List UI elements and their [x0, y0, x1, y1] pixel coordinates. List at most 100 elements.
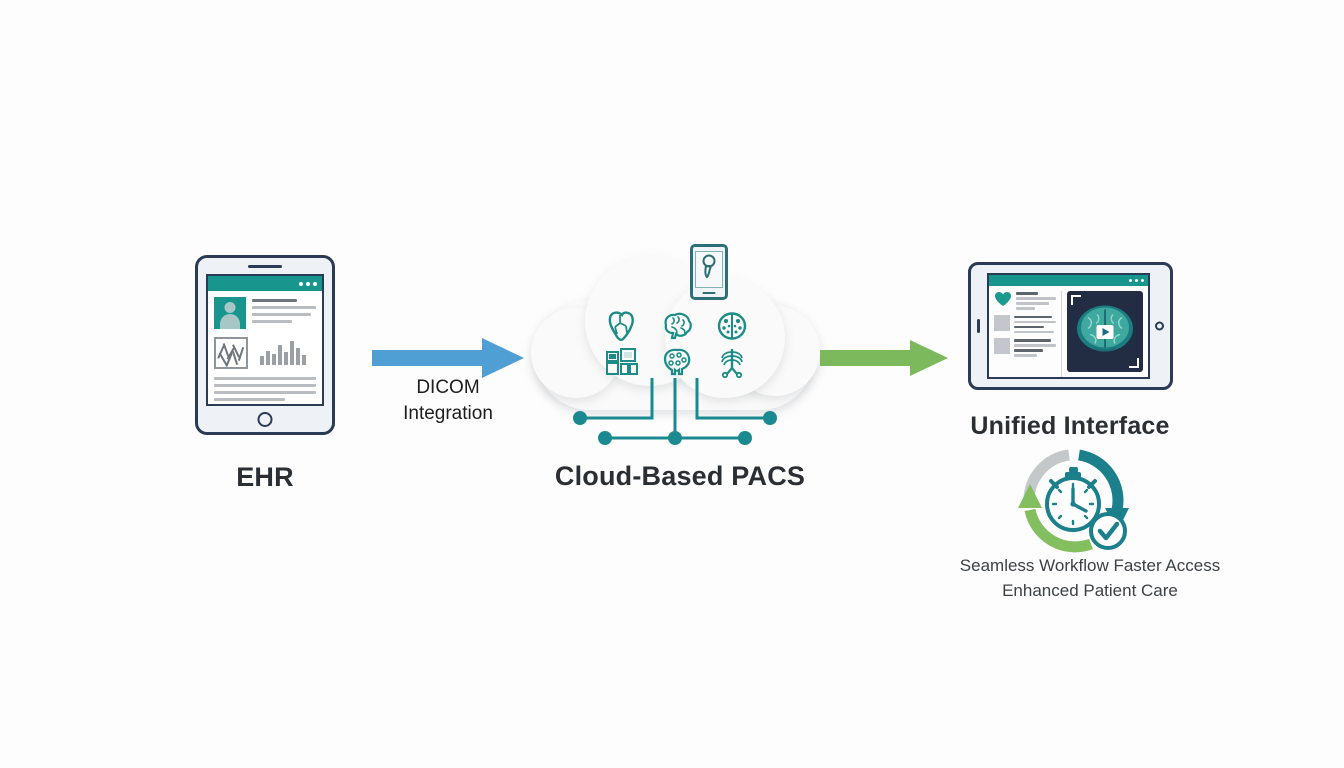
text-line	[1014, 339, 1051, 342]
thumbnail	[994, 314, 1010, 331]
chart-bar	[278, 345, 282, 365]
chart-bar	[266, 351, 270, 365]
unified-screen-topbar	[989, 275, 1148, 286]
ehr-tablet-screen	[206, 274, 324, 406]
unified-interface-node	[968, 262, 1173, 390]
text-line	[1014, 330, 1054, 333]
text-line	[1014, 344, 1056, 347]
text-line	[1014, 354, 1038, 357]
chart-bar	[302, 355, 306, 365]
arrow-head	[482, 338, 524, 378]
ehr-screen-topbar	[208, 276, 322, 291]
heart-icon	[994, 291, 1012, 307]
ehr-screen-body	[208, 291, 322, 401]
side-button-icon[interactable]	[977, 319, 980, 333]
arrow-shaft	[372, 350, 484, 366]
network-connector-graphic	[573, 378, 777, 445]
dicom-caption-line1: DICOM	[416, 377, 480, 398]
speaker-icon	[248, 265, 282, 268]
check-circle-icon	[1089, 512, 1127, 550]
divider	[1061, 291, 1062, 377]
text-line	[1014, 325, 1045, 328]
text-lines	[1014, 338, 1056, 357]
window-dot-icon	[1128, 278, 1132, 283]
text-lines	[1014, 315, 1056, 333]
brain-scan-viewer[interactable]	[1067, 291, 1143, 372]
window-dot-icon	[313, 281, 317, 286]
cloud-pacs-label: Cloud-Based PACS	[554, 461, 806, 491]
text-line	[214, 377, 316, 380]
search-icon	[699, 253, 719, 286]
modality-icon-grid	[597, 310, 757, 378]
home-button-icon[interactable]	[1155, 321, 1164, 331]
text-line	[1014, 320, 1056, 323]
delivery-arrow	[820, 340, 948, 376]
network-node	[738, 431, 752, 445]
text-line	[214, 398, 286, 401]
chart-bar	[290, 341, 294, 365]
cycle-arrows-icon	[1018, 449, 1129, 553]
mobile-search-badge	[690, 244, 728, 300]
patient-summary-row	[214, 297, 316, 329]
brain-lateral-icon	[660, 311, 694, 341]
text-line	[252, 320, 292, 323]
list-item[interactable]	[994, 338, 1056, 357]
text-line	[1016, 297, 1056, 300]
patient-avatar	[214, 297, 246, 329]
list-item[interactable]	[994, 314, 1056, 333]
text-line	[1016, 302, 1049, 305]
chart-bar	[284, 352, 288, 365]
chart-bar	[260, 356, 264, 365]
text-line	[1014, 349, 1044, 352]
network-node	[763, 411, 777, 425]
phone-home-bar	[702, 292, 716, 294]
arrow-head	[910, 340, 948, 376]
home-button-icon[interactable]	[257, 412, 273, 427]
unified-tablet-screen	[987, 273, 1150, 379]
window-dot-icon	[1140, 278, 1144, 283]
avatar-head	[224, 302, 236, 313]
play-icon[interactable]	[1096, 324, 1114, 339]
text-line	[214, 384, 316, 387]
unified-interface-label: Unified Interface	[970, 412, 1170, 440]
dicom-caption-line2: Integration	[403, 403, 493, 424]
text-line	[252, 299, 297, 302]
unified-tablet-frame	[968, 262, 1173, 390]
chart-bar	[272, 354, 276, 365]
unified-screen-body	[989, 286, 1148, 377]
cloud-pacs-node	[525, 244, 825, 458]
chart-bar	[296, 348, 300, 365]
brain-scan-icon	[660, 347, 694, 377]
medical-equipment-icon	[605, 347, 639, 377]
ribcage-xray-icon	[716, 346, 748, 378]
text-line	[252, 313, 311, 316]
stopwatch-icon	[1045, 467, 1101, 532]
text-line	[214, 391, 316, 394]
text-line	[252, 306, 316, 309]
corner-marker-icon	[1129, 358, 1139, 368]
benefits-line-2: Enhanced Patient Care	[1002, 581, 1178, 600]
dna-sequence-panel	[214, 337, 248, 369]
mobile-search-screen	[695, 251, 723, 288]
bar-chart	[254, 337, 316, 365]
list-item[interactable]	[994, 291, 1056, 310]
benefits-text: Seamless Workflow Faster Access Enhanced…	[900, 553, 1280, 603]
corner-marker-icon	[1071, 295, 1081, 305]
dicom-caption: DICOM Integration	[348, 375, 548, 427]
window-dot-icon	[299, 281, 303, 286]
text-line	[1016, 307, 1036, 310]
diagnostics-row	[214, 337, 316, 369]
ehr-node	[195, 255, 335, 435]
ehr-label: EHR	[236, 462, 294, 492]
network-node	[668, 431, 682, 445]
heart-icon	[607, 310, 637, 342]
brain-axial-icon	[716, 311, 748, 341]
window-dot-icon	[1134, 278, 1138, 283]
benefits-badge	[1005, 448, 1145, 556]
ehr-notes-block	[214, 377, 316, 401]
study-list	[994, 291, 1056, 377]
dicom-integration-arrow	[372, 338, 524, 378]
patient-detail-lines	[252, 297, 316, 329]
text-line	[1014, 315, 1052, 318]
